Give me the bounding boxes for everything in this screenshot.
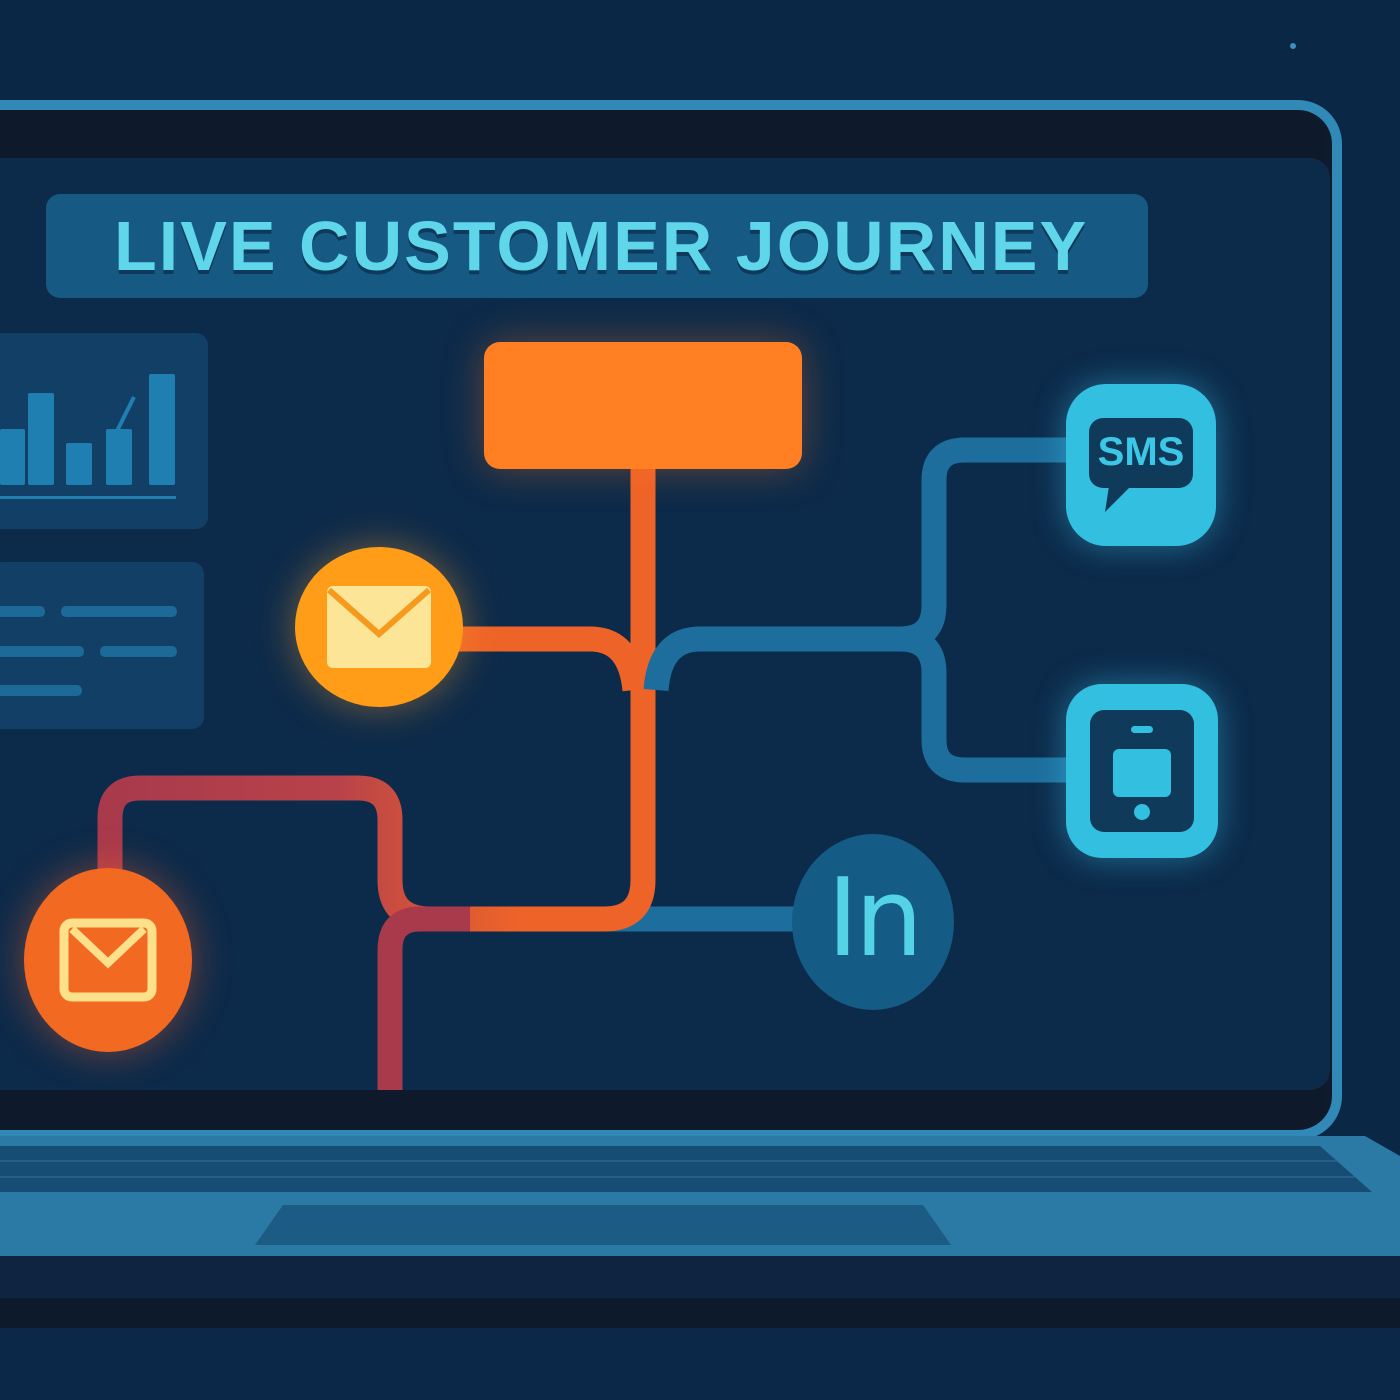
text-line (61, 606, 177, 617)
chart-bar (28, 393, 54, 485)
text-line (0, 646, 84, 657)
mobile-node[interactable] (1066, 684, 1218, 858)
text-line (100, 646, 177, 657)
bar-chart-widget[interactable] (0, 333, 208, 529)
journey-start-node[interactable] (484, 342, 802, 469)
mobile-device-icon (1090, 710, 1194, 832)
text-line (0, 685, 82, 696)
chart-bar (66, 443, 92, 485)
title-banner: LIVE CUSTOMER JOURNEY (46, 194, 1148, 298)
linkedin-icon: In (826, 855, 923, 981)
sms-node[interactable]: SMS (1066, 384, 1216, 546)
envelope-icon (327, 586, 431, 668)
envelope-icon (59, 918, 157, 1002)
laptop-keyboard (0, 1146, 1372, 1192)
linkedin-node[interactable]: In (792, 834, 954, 1010)
chart-axis (0, 496, 176, 499)
laptop-base-front (0, 1256, 1400, 1298)
laptop-screen (0, 158, 1330, 1090)
sms-label: SMS (1097, 430, 1185, 474)
desk-surface (0, 1328, 1400, 1400)
star-decoration (1290, 43, 1296, 49)
email-node-primary[interactable] (295, 547, 463, 707)
trend-line-icon (112, 396, 136, 438)
sms-chat-icon: SMS (1087, 416, 1195, 514)
chart-bar (0, 429, 25, 485)
chart-bar (106, 429, 132, 485)
text-line (0, 606, 45, 617)
chart-bar (149, 374, 175, 485)
email-node-secondary[interactable] (24, 868, 192, 1052)
laptop-trackpad (255, 1205, 951, 1245)
text-lines-widget[interactable] (0, 562, 204, 729)
page-title: LIVE CUSTOMER JOURNEY (114, 207, 1089, 285)
laptop-shadow (0, 1298, 1400, 1328)
